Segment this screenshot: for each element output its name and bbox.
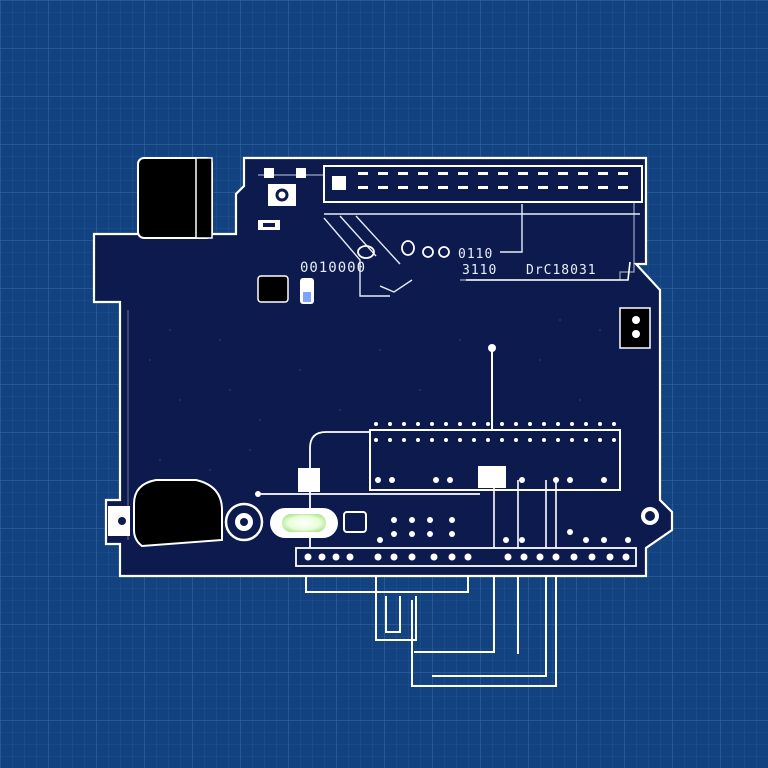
reset-button — [268, 184, 296, 206]
usb-connector — [137, 157, 213, 239]
chip-to-header-wires — [493, 480, 557, 548]
top-traces — [323, 204, 640, 297]
pad-matrix — [377, 517, 631, 543]
digital-header — [323, 165, 643, 203]
crystal-oscillator — [270, 508, 338, 538]
smd-part — [343, 511, 367, 533]
label-drc18031: DrC18031 — [526, 263, 597, 278]
chip-top-pins — [374, 422, 616, 442]
smd-capacitor — [298, 468, 320, 492]
power-jack — [133, 479, 223, 548]
label-trace — [466, 261, 631, 281]
smd-pad — [296, 168, 306, 178]
microcontroller-chip — [369, 422, 621, 491]
power-analog-header — [295, 547, 637, 567]
voltage-regulator — [257, 275, 289, 303]
chip-bottom-pads — [375, 477, 607, 483]
pcb-texture — [149, 319, 601, 471]
silkscreen-labels: 0110 3110 DrC18031 0010000 — [300, 247, 597, 278]
mounting-hole — [641, 507, 659, 525]
via-pads — [357, 240, 450, 259]
label-3110: 3110 — [462, 263, 497, 278]
chip-center-block — [478, 466, 506, 488]
label-0010000: 0010000 — [300, 260, 366, 276]
side-connector — [619, 307, 651, 349]
trace-endpoint — [255, 491, 261, 497]
capacitor-round — [224, 502, 264, 542]
smd-pad — [264, 168, 274, 178]
label-0110: 0110 — [458, 247, 493, 262]
